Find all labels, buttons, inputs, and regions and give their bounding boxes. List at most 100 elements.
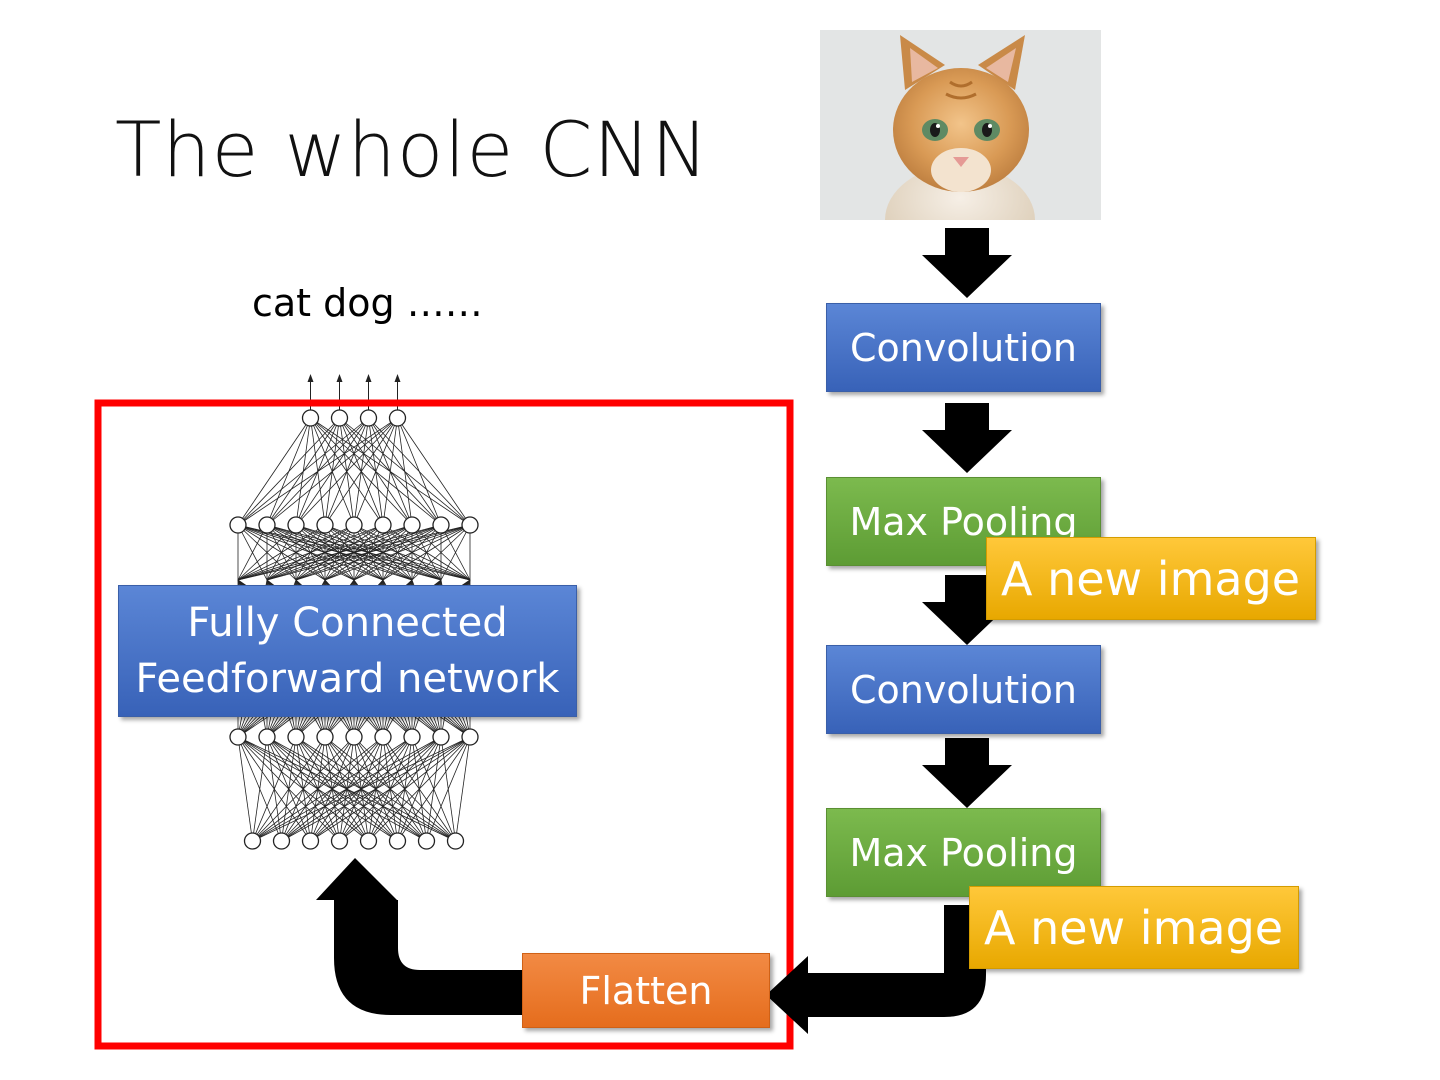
network-connection <box>295 524 471 581</box>
network-connection <box>295 417 398 526</box>
network-connection <box>266 417 398 526</box>
network-connection <box>252 736 326 842</box>
output-arrowhead <box>365 374 372 382</box>
network-connection <box>324 524 471 581</box>
network-connection <box>252 736 413 842</box>
network-node <box>461 728 479 746</box>
network-connection <box>237 736 253 842</box>
network-node <box>374 728 392 746</box>
network-connection <box>237 417 340 526</box>
new-image-label-1: A new image <box>1001 551 1301 606</box>
new-image-badge-1: A new image <box>986 537 1316 620</box>
network-node <box>388 832 407 850</box>
network-node <box>287 516 305 534</box>
network-node <box>461 516 479 534</box>
network-node <box>330 409 349 427</box>
network-node <box>374 516 392 534</box>
network-connection <box>237 524 384 581</box>
network-node <box>287 728 305 746</box>
network-connection <box>368 736 471 842</box>
max-pooling-label-2: Max Pooling <box>849 830 1078 875</box>
convolution-box-2: Convolution <box>826 645 1101 734</box>
network-node <box>432 728 450 746</box>
down-arrow-icon <box>922 738 1012 808</box>
network-connection <box>252 736 355 842</box>
page-title: The whole CNN <box>115 105 710 194</box>
network-connection <box>339 736 471 842</box>
fully-connected-box: Fully Connected Feedforward network <box>118 585 577 717</box>
u-turn-arrow-to-network <box>316 858 522 1015</box>
network-node <box>243 832 262 850</box>
convolution-label-2: Convolution <box>849 667 1078 712</box>
network-connection <box>382 524 471 581</box>
highlight-frame <box>94 399 794 1050</box>
cat-input-image <box>820 30 1101 220</box>
output-classes-label: cat dog …… <box>252 281 483 325</box>
network-connection <box>237 524 413 581</box>
flatten-label: Flatten <box>579 968 713 1013</box>
network-connection <box>252 736 442 842</box>
new-image-label-2: A new image <box>984 900 1284 955</box>
network-connection <box>455 736 471 842</box>
down-arrow-icon <box>922 575 1012 645</box>
bent-arrow-to-flatten <box>766 905 986 1034</box>
network-connection <box>237 524 268 581</box>
max-pooling-box-2: Max Pooling <box>826 808 1101 897</box>
network-connection <box>353 417 398 526</box>
fully-connected-line-2: Feedforward network <box>135 656 560 702</box>
network-connection <box>397 736 471 842</box>
network-node <box>388 409 407 427</box>
network-node <box>316 728 334 746</box>
output-arrowhead <box>394 374 401 382</box>
output-arrowhead <box>307 374 314 382</box>
network-connection <box>237 524 442 581</box>
network-connection <box>237 417 311 526</box>
network-connection <box>237 417 398 526</box>
network-connection <box>426 736 471 842</box>
network-node <box>359 409 378 427</box>
network-node <box>316 516 334 534</box>
network-connection <box>252 736 384 842</box>
fully-connected-line-1: Fully Connected <box>187 600 508 646</box>
network-connection <box>397 417 413 526</box>
output-arrowhead <box>336 374 343 382</box>
network-node <box>258 728 276 746</box>
convolution-label-1: Convolution <box>849 325 1078 370</box>
network-connection <box>252 736 268 842</box>
network-connection <box>440 524 471 581</box>
network-node <box>403 516 421 534</box>
network-connection <box>397 417 442 526</box>
flatten-box: Flatten <box>522 953 770 1028</box>
network-connection <box>310 736 471 842</box>
network-connection <box>266 524 471 581</box>
new-image-badge-2: A new image <box>969 886 1299 969</box>
network-node <box>345 516 363 534</box>
network-connection <box>237 524 471 581</box>
network-node <box>229 728 247 746</box>
network-node <box>345 728 363 746</box>
network-node <box>330 832 349 850</box>
network-node <box>403 728 421 746</box>
network-connection <box>237 524 355 581</box>
network-node <box>301 832 320 850</box>
network-connection <box>237 524 297 581</box>
network-node <box>258 516 276 534</box>
network-connection <box>281 736 471 842</box>
network-connection <box>237 524 326 581</box>
down-arrow-icon <box>922 403 1012 473</box>
convolution-box-1: Convolution <box>826 303 1101 392</box>
network-node <box>301 409 320 427</box>
network-connection <box>252 736 297 842</box>
network-connection <box>237 417 369 526</box>
down-arrow-icon <box>922 228 1012 298</box>
network-node <box>272 832 291 850</box>
network-node <box>359 832 378 850</box>
network-connection <box>382 417 398 526</box>
network-connection <box>397 417 471 526</box>
network-node <box>446 832 465 850</box>
network-connection <box>252 736 471 842</box>
network-connection <box>411 524 471 581</box>
network-connection <box>353 524 471 581</box>
network-connection <box>324 417 398 526</box>
network-node <box>229 516 247 534</box>
